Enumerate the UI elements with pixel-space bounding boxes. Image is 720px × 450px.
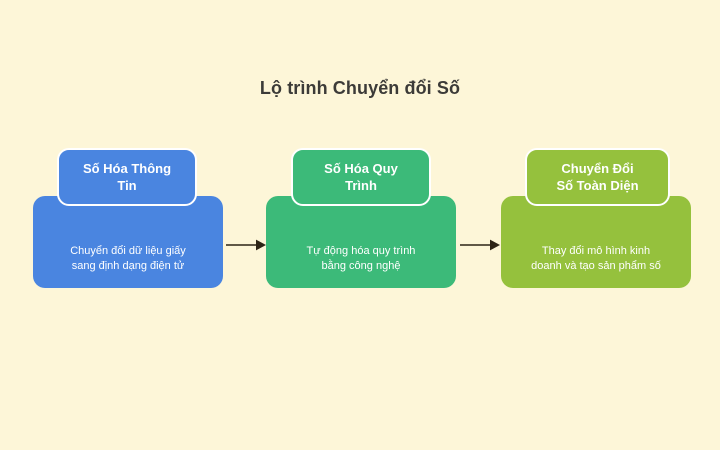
- stage-1-body-text: Chuyển đổi dữ liệu giấy sang định dạng đ…: [70, 245, 186, 272]
- stage-3-header-card[interactable]: Chuyển Đổi Số Toàn Diện: [525, 148, 670, 206]
- arrow-stage2-to-stage3: [460, 236, 500, 254]
- page-title: Lộ trình Chuyển đổi Số: [259, 78, 461, 98]
- stage-2-header-card[interactable]: Số Hóa Quy Trình: [291, 148, 431, 206]
- arrow-right-icon: [460, 239, 500, 251]
- stage-2-body-text: Tự động hóa quy trình bằng công nghệ: [306, 245, 416, 272]
- arrow-right-icon: [226, 239, 266, 251]
- stage-1-body-card[interactable]: Chuyển đổi dữ liệu giấy sang định dạng đ…: [33, 196, 223, 288]
- stage-3-body-text: Thay đổi mô hình kinh doanh và tạo sản p…: [531, 245, 661, 272]
- stage-2-body-card[interactable]: Tự động hóa quy trình bằng công nghệ: [266, 196, 456, 288]
- arrow-stage1-to-stage2: [226, 236, 266, 254]
- stage-3-body-card[interactable]: Thay đổi mô hình kinh doanh và tạo sản p…: [501, 196, 691, 288]
- stage-1-header-card[interactable]: Số Hóa Thông Tin: [57, 148, 197, 206]
